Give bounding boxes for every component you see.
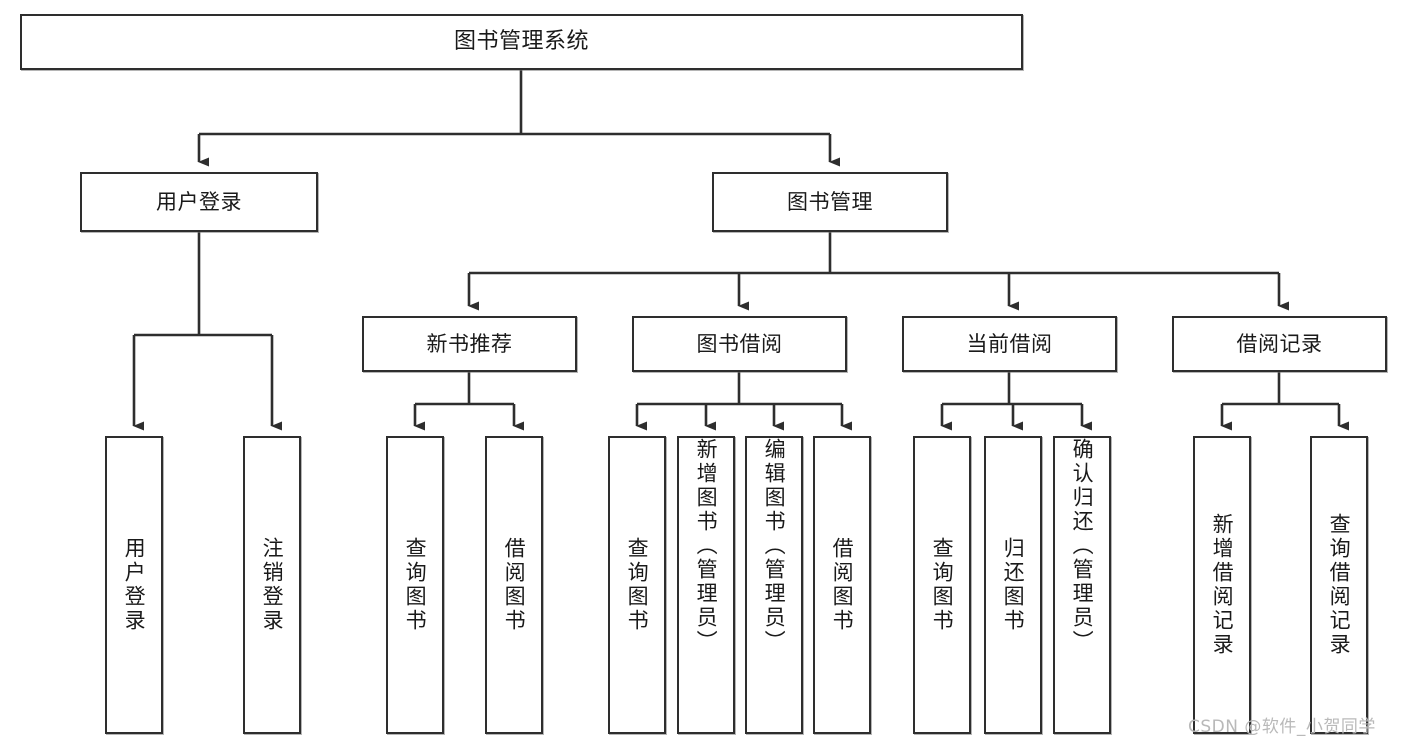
node-leaf-query-record[interactable]: 查询借阅记录	[1310, 436, 1368, 734]
node-leaf-user-logout[interactable]: 注销登录	[243, 436, 301, 734]
node-leaf-add-book[interactable]: 新增图书（管理员）	[677, 436, 735, 734]
node-user-login-label: 用户登录	[156, 189, 242, 214]
node-current-borrow[interactable]: 当前借阅	[902, 316, 1117, 372]
node-leaf-edit-book-label: 编辑图书（管理员）	[762, 438, 787, 654]
node-leaf-borrow-book-2[interactable]: 借阅图书	[813, 436, 871, 734]
node-user-login[interactable]: 用户登录	[80, 172, 318, 232]
node-book-borrow[interactable]: 图书借阅	[632, 316, 847, 372]
node-leaf-return-book[interactable]: 归还图书	[984, 436, 1042, 734]
node-borrow-record-label: 借阅记录	[1236, 331, 1323, 356]
node-leaf-borrow-book-1[interactable]: 借阅图书	[485, 436, 543, 734]
node-leaf-edit-book[interactable]: 编辑图书（管理员）	[745, 436, 803, 734]
node-leaf-query-book-3[interactable]: 查询图书	[913, 436, 971, 734]
node-borrow-record[interactable]: 借阅记录	[1172, 316, 1387, 372]
node-book-manage[interactable]: 图书管理	[712, 172, 948, 232]
node-leaf-user-logout-label: 注销登录	[260, 537, 285, 633]
node-leaf-return-book-label: 归还图书	[1001, 537, 1026, 633]
node-leaf-query-book-1[interactable]: 查询图书	[386, 436, 444, 734]
node-leaf-user-login[interactable]: 用户登录	[105, 436, 163, 734]
node-leaf-query-record-label: 查询借阅记录	[1327, 513, 1352, 657]
node-book-borrow-label: 图书借阅	[696, 331, 783, 356]
node-leaf-query-book-1-label: 查询图书	[403, 537, 428, 633]
node-leaf-add-book-label: 新增图书（管理员）	[694, 438, 719, 654]
node-root-label: 图书管理系统	[453, 29, 589, 55]
node-leaf-confirm-return-label: 确认归还（管理员）	[1070, 438, 1095, 654]
node-book-manage-label: 图书管理	[787, 189, 873, 214]
node-current-borrow-label: 当前借阅	[966, 331, 1053, 356]
node-new-book-recommend[interactable]: 新书推荐	[362, 316, 577, 372]
node-leaf-user-login-label: 用户登录	[122, 537, 147, 633]
node-leaf-query-book-3-label: 查询图书	[930, 537, 955, 633]
node-leaf-query-book-2[interactable]: 查询图书	[608, 436, 666, 734]
watermark-text: CSDN @软件_小贺同学	[1188, 717, 1376, 737]
node-leaf-query-book-2-label: 查询图书	[625, 537, 650, 633]
node-leaf-borrow-book-2-label: 借阅图书	[830, 537, 855, 633]
node-leaf-confirm-return[interactable]: 确认归还（管理员）	[1053, 436, 1111, 734]
node-root[interactable]: 图书管理系统	[20, 14, 1023, 70]
node-leaf-add-record-label: 新增借阅记录	[1210, 513, 1235, 657]
node-leaf-borrow-book-1-label: 借阅图书	[502, 537, 527, 633]
node-new-book-recommend-label: 新书推荐	[426, 331, 513, 356]
node-leaf-add-record[interactable]: 新增借阅记录	[1193, 436, 1251, 734]
